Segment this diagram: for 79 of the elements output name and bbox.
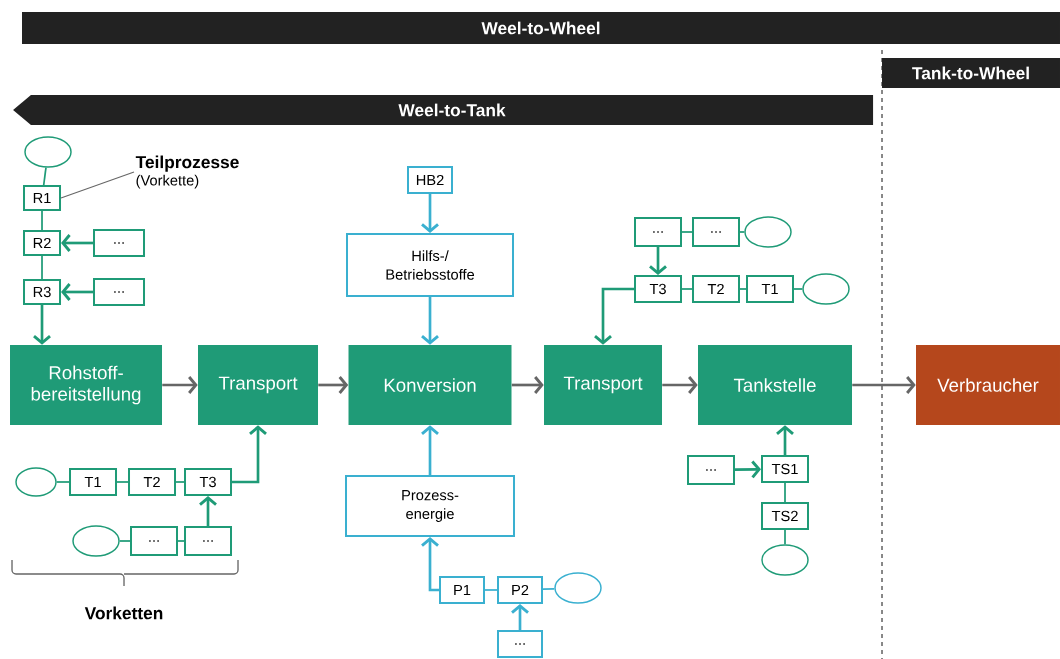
arrow [61, 234, 93, 252]
step-box: R3 [23, 279, 61, 305]
step-box: ... [93, 229, 145, 257]
annotation-text: Teilprozesse (Vorkette) [135, 155, 239, 189]
connector-line [739, 231, 746, 233]
oval [554, 572, 602, 604]
connector-line [542, 587, 556, 591]
connector-line [739, 288, 747, 290]
connector-line [118, 540, 131, 542]
step-box: T3 [634, 275, 682, 303]
connector-line [41, 210, 43, 231]
step-box: Prozess- energie [345, 475, 515, 537]
arrow [852, 376, 916, 394]
step-box: T2 [128, 468, 176, 496]
consumer-box: Verbraucher [916, 345, 1060, 425]
arrow [421, 537, 439, 592]
step-box: R1 [23, 185, 61, 211]
step-box: Hilfs-/ Betriebsstoffe [346, 233, 514, 297]
arrow [649, 247, 667, 275]
connector-line [55, 481, 70, 483]
arrow [594, 287, 634, 345]
arrow [61, 283, 93, 301]
arrow [421, 297, 439, 345]
connector-line [793, 288, 804, 290]
oval [24, 136, 72, 168]
arrow [421, 425, 439, 475]
step-box: ... [184, 526, 232, 556]
step-box: ... [692, 217, 740, 247]
step-box: R2 [23, 230, 61, 256]
step-box: T2 [692, 275, 740, 303]
arrow [318, 376, 349, 394]
step-box: T1 [69, 468, 117, 496]
oval [15, 467, 57, 497]
process-box: Rohstoff- bereitstellung [10, 345, 162, 425]
oval [72, 525, 120, 557]
connector-line [116, 481, 129, 483]
arrow [33, 305, 51, 345]
process-box: Transport [544, 345, 662, 425]
connector-line [41, 255, 43, 280]
arrow [199, 496, 217, 526]
arrow [776, 425, 794, 455]
step-box: T1 [746, 275, 794, 303]
group-label: Vorketten [84, 606, 163, 620]
connector-line [681, 288, 693, 290]
arrow [421, 194, 439, 233]
step-box: P2 [497, 576, 543, 604]
connector-line [175, 481, 185, 483]
arrow [511, 376, 544, 394]
step-box: HB2 [407, 166, 453, 194]
connector-line [484, 589, 498, 591]
phase-bar: Tank-to-Wheel [882, 58, 1060, 88]
connector-line [42, 166, 47, 186]
phase-bar: Weel-to-Wheel [22, 12, 1060, 44]
step-box: ... [634, 217, 682, 247]
step-box: ... [687, 455, 735, 485]
arrow [662, 376, 698, 394]
step-box: ... [497, 630, 543, 658]
process-box: Transport [198, 345, 318, 425]
process-box: Konversion [348, 345, 512, 425]
oval [744, 216, 792, 248]
process-box: Tankstelle [698, 345, 852, 425]
step-box: TS2 [761, 502, 809, 530]
step-box: TS1 [761, 455, 809, 483]
step-box: ... [93, 278, 145, 306]
step-box: T3 [184, 468, 232, 496]
arrow [511, 604, 529, 630]
connector-line [681, 231, 693, 233]
connector-line [177, 540, 185, 542]
leader-line [60, 171, 135, 199]
oval [761, 544, 809, 576]
step-box: ... [130, 526, 178, 556]
connector-line [784, 482, 786, 503]
arrow [735, 460, 761, 479]
arrow [162, 376, 198, 394]
oval [802, 273, 850, 305]
step-box: P1 [439, 576, 485, 604]
phase-arrow-band: Weel-to-Tank [13, 95, 874, 125]
connector-line [784, 529, 786, 546]
arrow [232, 425, 267, 484]
